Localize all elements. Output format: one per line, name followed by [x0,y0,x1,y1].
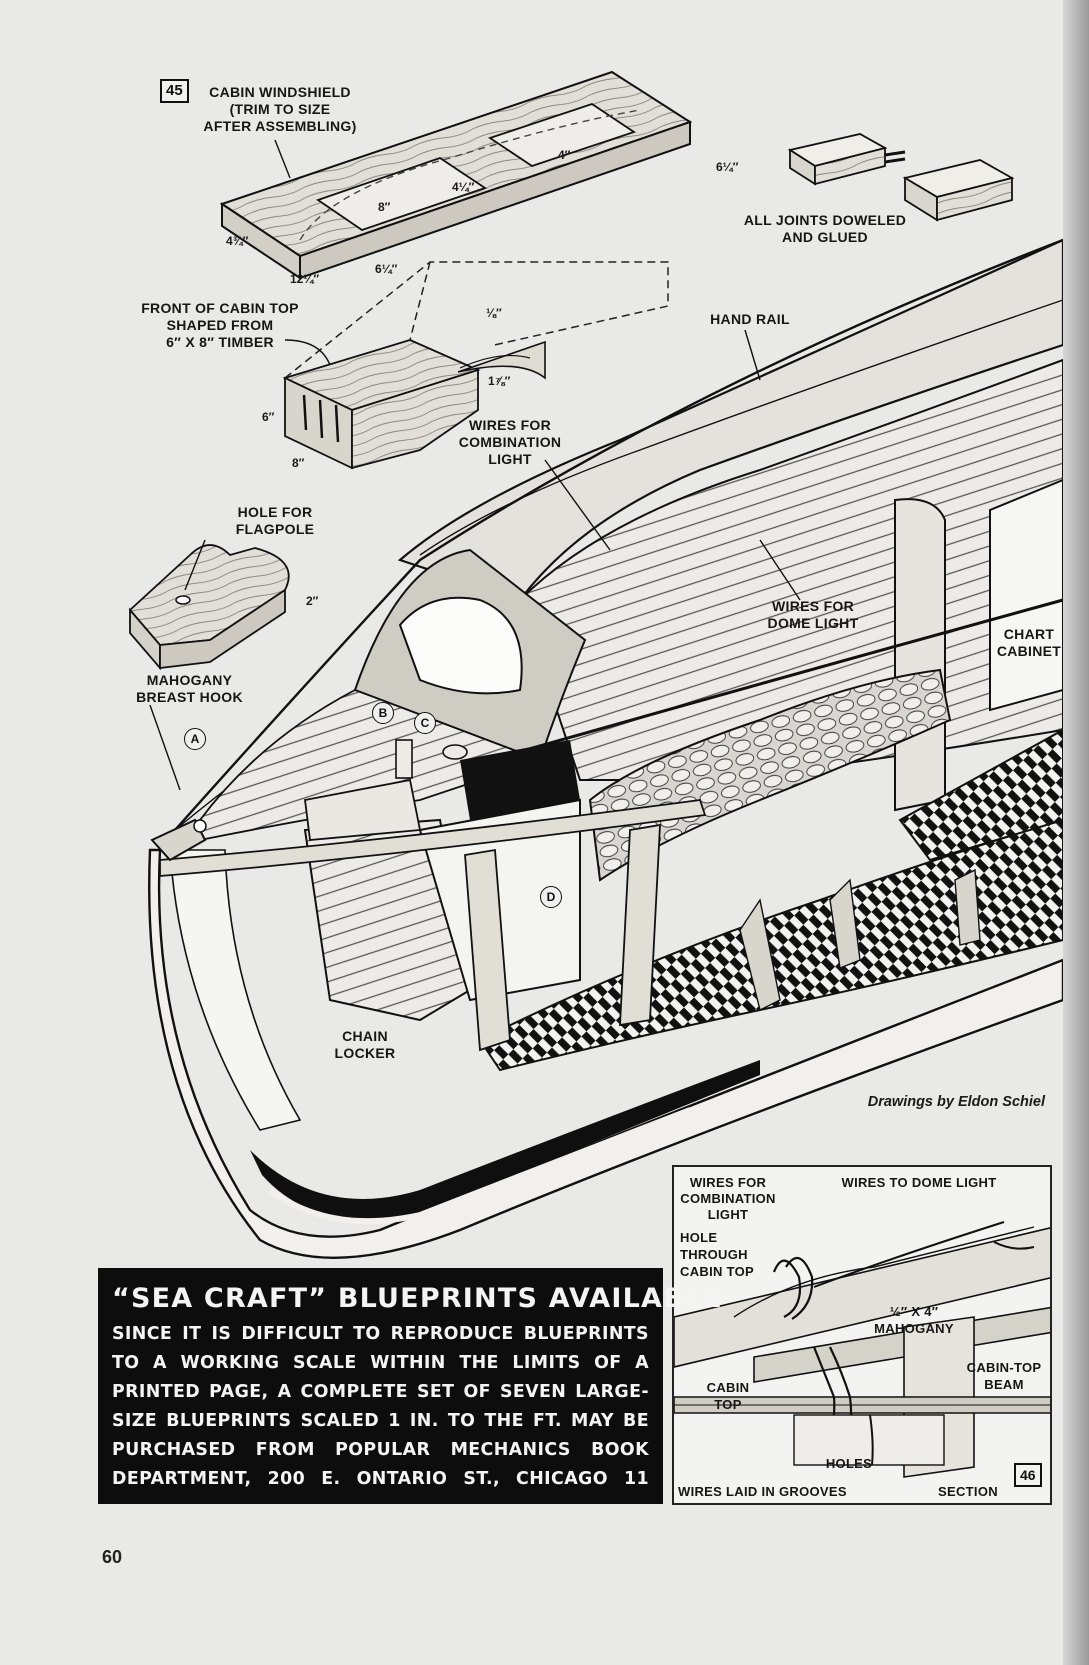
inset-beam-label: CABIN-TOP BEAM [966,1360,1042,1392]
blueprints-heading: “SEA CRAFT” BLUEPRINTS AVAILABLE [112,1283,723,1314]
hull-cutaway [148,238,1065,1259]
front-cabin-top-label: FRONT OF CABIN TOP SHAPED FROM 6″ X 8″ T… [141,300,299,350]
dimension-12-1-4in: 12¼″ [290,272,320,286]
inset-grooves-label: WIRES LAID IN GROOVES [678,1484,847,1499]
dimension-4-3-4in: 4¾″ [226,234,249,248]
inset-wires-combination-label: WIRES FOR COMBINATION LIGHT [680,1175,776,1222]
dimension-8in-width: 8″ [292,456,305,470]
callout-d: D [540,886,562,908]
hand-rail-label: HAND RAIL [710,311,790,327]
blueprints-line: PURCHASED FROM POPULAR MECHANICS BOOK [112,1440,649,1460]
dimension-8in: 8″ [378,200,391,214]
figure-46-number: 46 [1014,1463,1042,1487]
blueprints-line: PRINTED PAGE, A COMPLETE SET OF SEVEN LA… [112,1382,649,1402]
inset-mahogany-label: ½″ X 4″ MAHOGANY [874,1304,954,1336]
dimension-6-1-4in-bottom: 6¼″ [375,262,398,276]
flagpole-block-sketch [128,544,290,671]
inset-hole-label: HOLE THROUGH CABIN TOP [680,1230,754,1279]
windshield-label: CABIN WINDSHIELD (TRIM TO SIZE AFTER ASS… [203,84,357,134]
dimension-2in: 2″ [306,594,319,608]
wiring-section-drawing [674,1221,1050,1478]
chain-locker-label: CHAIN LOCKER [334,1028,396,1061]
dimension-4-1-4in: 4¼″ [452,180,475,194]
blueprints-body: SINCE IT IS DIFFICULT TO REPRODUCE BLUEP… [112,1320,649,1494]
blueprints-line: TO A WORKING SCALE WITHIN THE LIMITS OF … [112,1353,649,1373]
dimension-6in-height: 6″ [262,410,275,424]
dimension-6-1-4in-right: 6¼″ [716,160,739,174]
blueprints-line: SIZE BLUEPRINTS SCALED 1 IN. TO THE FT. … [112,1411,649,1431]
blueprints-notice: “SEA CRAFT” BLUEPRINTS AVAILABLE SINCE I… [98,1268,723,1504]
mahogany-breast-hook-label: MAHOGANY BREAST HOOK [136,672,243,705]
inset-wires-dome-label: WIRES TO DOME LIGHT [841,1175,997,1190]
dimension-4in: 4″ [558,148,571,162]
callout-a: A [184,728,206,750]
inset-cabin-top-label: CABIN TOP [706,1380,750,1412]
chart-cabinet-label: CHART CABINET [996,626,1062,659]
doweled-joint-blocks [787,133,1015,222]
windshield-frame-sketch [219,70,693,280]
callout-c: C [414,712,436,734]
drawing-credit: Drawings by Eldon Schiel [867,1094,1045,1110]
wires-dome-light-label: WIRES FOR DOME LIGHT [767,598,859,631]
dimension-1-8in: ⅛″ [486,306,502,320]
callout-b: B [372,702,394,724]
wires-combination-light-label: WIRES FOR COMBINATION LIGHT [458,417,562,467]
joints-label: ALL JOINTS DOWELED AND GLUED [743,212,907,245]
inset-section-label: SECTION [938,1484,998,1499]
page-edge-shadow [1063,0,1089,1665]
figure-45-number: 45 [160,79,189,103]
blueprints-line: SINCE IT IS DIFFICULT TO REPRODUCE BLUEP… [112,1324,649,1344]
dimension-1-7-8in: 1⅞″ [488,374,511,388]
hole-for-flagpole-label: HOLE FOR FLAGPOLE [235,504,315,537]
inset-holes-label: HOLES [825,1456,873,1471]
blueprints-line: DEPARTMENT, 200 E. ONTARIO ST., CHICAGO … [112,1469,649,1489]
page-number: 60 [102,1547,123,1567]
leader-lines [149,139,801,791]
cabin-top-timber-sketch [282,261,669,470]
figure-46-inset: WIRES FOR COMBINATION LIGHT WIRES TO DOM… [672,1165,1052,1505]
